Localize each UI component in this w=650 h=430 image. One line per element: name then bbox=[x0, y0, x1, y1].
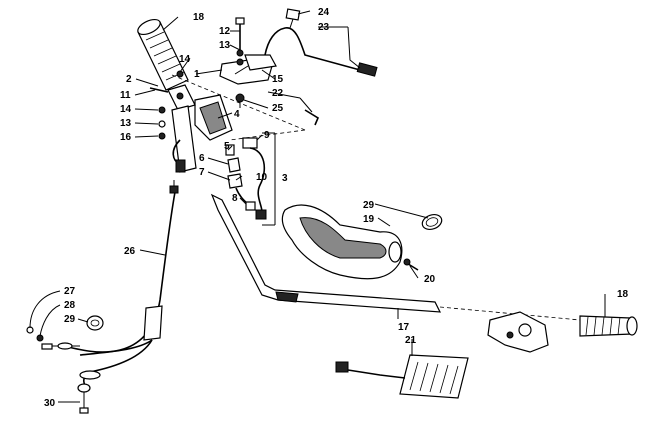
throttle-housing-4 bbox=[167, 84, 233, 173]
callout-14b: 14 bbox=[120, 104, 132, 115]
callout-5: 5 bbox=[224, 141, 230, 152]
callout-30: 30 bbox=[44, 398, 56, 409]
clamp-29-left bbox=[86, 315, 104, 331]
callout-29-right: 29 bbox=[363, 200, 375, 211]
callout-27: 27 bbox=[64, 286, 76, 297]
callout-7: 7 bbox=[199, 167, 205, 178]
callout-17: 17 bbox=[398, 322, 410, 333]
callout-13b: 13 bbox=[120, 118, 132, 129]
callout-25: 25 bbox=[272, 103, 284, 114]
callout-24: 24 bbox=[318, 7, 330, 18]
pin-22 bbox=[304, 109, 320, 126]
bracket-3 bbox=[262, 132, 276, 226]
grip-right-18 bbox=[579, 315, 638, 337]
callout-26: 26 bbox=[124, 246, 136, 257]
callout-23: 23 bbox=[318, 22, 330, 33]
switch-assembly bbox=[225, 137, 267, 220]
cable-end-bottom-30 bbox=[77, 370, 101, 414]
routing-line-right bbox=[439, 306, 581, 321]
callout-18: 18 bbox=[193, 12, 205, 23]
callout-3: 3 bbox=[282, 173, 288, 184]
routing-line-2 bbox=[229, 129, 306, 141]
callout-4: 4 bbox=[234, 109, 240, 120]
routing-line-1 bbox=[171, 74, 306, 131]
callout-labels: 18 12 13 14 1 2 11 14 13 16 24 23 15 22 … bbox=[44, 7, 629, 409]
cable-end-left bbox=[26, 326, 80, 350]
handlebar-17 bbox=[210, 193, 442, 313]
callout-20: 20 bbox=[424, 274, 436, 285]
hardware-left bbox=[149, 70, 184, 140]
callout-2: 2 bbox=[126, 74, 132, 85]
switch-housing-upper bbox=[219, 54, 277, 85]
callout-14: 14 bbox=[179, 54, 191, 65]
cable-23 bbox=[264, 8, 378, 77]
clamp-29-right bbox=[421, 213, 443, 231]
callout-29-left: 29 bbox=[64, 314, 76, 325]
callout-11: 11 bbox=[120, 90, 131, 101]
callout-13: 13 bbox=[219, 40, 231, 51]
harness-connector-left bbox=[172, 139, 186, 173]
callout-12: 12 bbox=[219, 26, 231, 37]
callout-28: 28 bbox=[64, 300, 76, 311]
bolt-12 bbox=[235, 17, 245, 57]
callout-6: 6 bbox=[199, 153, 205, 164]
callout-19: 19 bbox=[363, 214, 375, 225]
callout-22: 22 bbox=[272, 88, 284, 99]
screw-20 bbox=[403, 258, 419, 271]
screw-25 bbox=[235, 93, 245, 108]
throttle-cable-26 bbox=[59, 180, 179, 386]
callout-15: 15 bbox=[272, 74, 284, 85]
hand-guard-19 bbox=[281, 204, 403, 280]
throttle-grip-left bbox=[137, 18, 189, 91]
callout-1: 1 bbox=[194, 69, 200, 80]
heater-pad-21 bbox=[335, 354, 469, 399]
leader-lines bbox=[29, 10, 606, 403]
callout-21: 21 bbox=[405, 335, 417, 346]
callout-18-right: 18 bbox=[617, 289, 629, 300]
brake-lever-assembly bbox=[487, 311, 549, 353]
callout-8: 8 bbox=[232, 193, 238, 204]
callout-9: 9 bbox=[264, 130, 270, 141]
callout-16: 16 bbox=[120, 132, 132, 143]
callout-10: 10 bbox=[256, 172, 268, 183]
